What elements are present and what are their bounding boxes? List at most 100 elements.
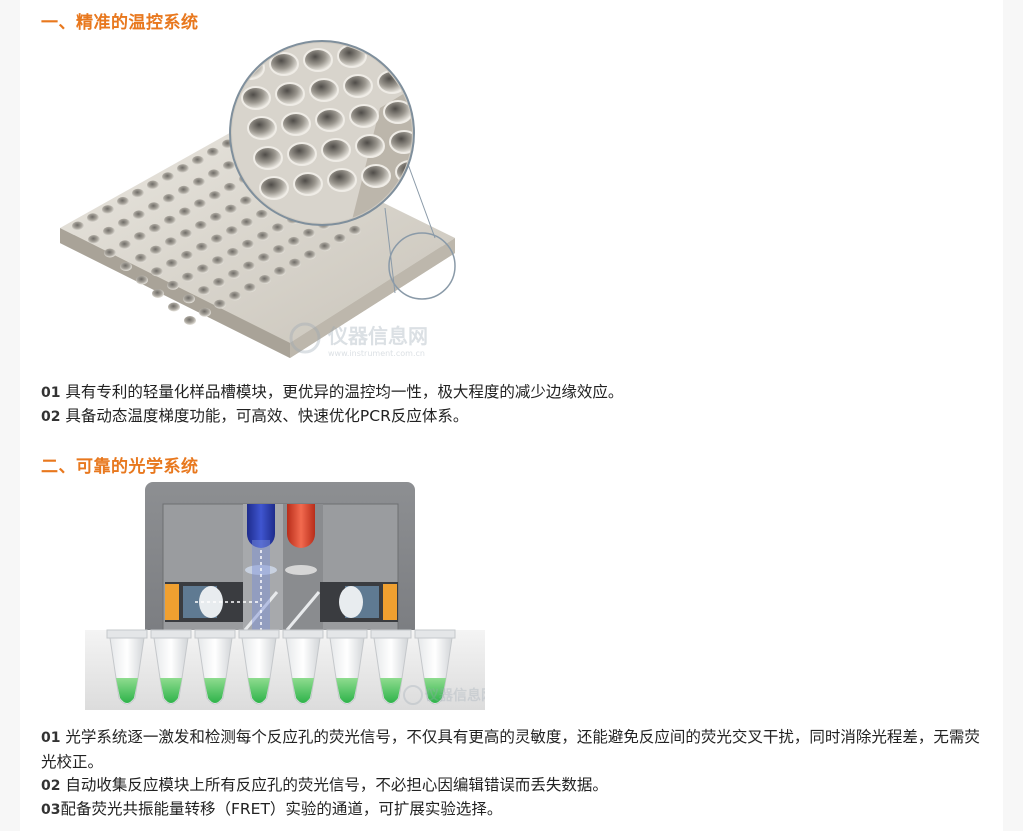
zoomed-well <box>315 108 345 132</box>
plate-well <box>168 302 180 312</box>
zoomed-well <box>327 168 357 192</box>
plate-well <box>229 291 241 301</box>
plate-well <box>228 269 240 279</box>
svg-text:www.instrument.com.cn: www.instrument.com.cn <box>328 349 425 358</box>
plate-well <box>118 218 130 228</box>
item-text: 自动收集反应模块上所有反应孔的荧光信号，不必担心因编辑错误而丢失数据。 <box>65 776 608 794</box>
plate-well <box>103 226 115 236</box>
plate-well <box>136 275 148 285</box>
plate-well <box>183 294 195 304</box>
svg-text:仪器信息网: 仪器信息网 <box>424 687 485 704</box>
sample-block-image: 仪器信息网 www.instrument.com.cn <box>60 40 456 358</box>
pcr-tube <box>106 629 148 705</box>
plate-well <box>349 225 361 235</box>
plate-well <box>223 161 235 171</box>
zoomed-well <box>293 172 323 196</box>
plate-well <box>166 259 178 269</box>
plate-well <box>214 299 226 309</box>
plate-well <box>163 194 175 203</box>
plate-well <box>199 307 211 317</box>
zoomed-well <box>269 52 299 76</box>
plate-well <box>72 221 84 231</box>
plate-well <box>132 188 144 198</box>
section-heading-optical: 二、可靠的光学系统 <box>41 457 199 477</box>
item-number: 03 <box>41 802 61 818</box>
item-number: 01 <box>41 385 61 401</box>
pcr-tube <box>414 629 456 705</box>
optical-system-image: 仪器信息网 <box>85 482 485 710</box>
plate-well <box>227 248 239 257</box>
pcr-tube <box>370 629 412 705</box>
optical-feature-2: 02 自动收集反应模块上所有反应孔的荧光信号，不必担心因编辑错误而丢失数据。 <box>41 773 991 798</box>
zoomed-well <box>337 44 367 68</box>
plate-well <box>180 229 192 239</box>
plate-well <box>167 280 179 290</box>
plate-well <box>256 209 268 219</box>
plate-well <box>243 261 255 271</box>
zoomed-well <box>383 100 412 124</box>
zoomed-well <box>259 176 289 200</box>
plate-well <box>213 277 225 287</box>
plate-well <box>151 267 163 277</box>
plate-well <box>272 223 284 233</box>
plate-well <box>274 266 286 276</box>
plate-well <box>177 164 189 174</box>
item-number: 02 <box>41 409 61 425</box>
plate-well <box>162 172 174 182</box>
zoomed-well <box>361 164 391 188</box>
plate-well <box>117 196 129 206</box>
plate-well <box>226 226 238 236</box>
pcr-tube <box>282 629 324 705</box>
plate-well <box>334 234 346 243</box>
zoomed-well <box>321 138 351 162</box>
content-page: 一、精准的温控系统 <box>20 0 1003 831</box>
item-number: 01 <box>41 730 61 746</box>
plate-well <box>224 182 236 192</box>
svg-text:仪器信息网: 仪器信息网 <box>327 324 428 348</box>
plate-well <box>273 245 285 255</box>
item-number: 02 <box>41 778 61 794</box>
item-text: 配备荧光共振能量转移（FRET）实验的通道，可扩展实验选择。 <box>60 800 503 818</box>
zoomed-well <box>281 112 311 136</box>
zoomed-well <box>287 142 317 166</box>
plate-well <box>240 196 252 206</box>
plate-well <box>257 231 269 241</box>
plate-well <box>182 272 194 282</box>
plate-well <box>164 215 176 225</box>
plate-well <box>149 223 161 233</box>
plate-well <box>119 240 131 250</box>
zoomed-well <box>275 82 305 106</box>
watermark-logo: 仪器信息网 <box>403 685 485 705</box>
plate-well <box>179 207 191 217</box>
zoomed-well <box>303 48 333 72</box>
optical-feature-3: 03配备荧光共振能量转移（FRET）实验的通道，可扩展实验选择。 <box>41 797 991 822</box>
plate-well <box>194 199 206 209</box>
section-heading-temperature: 一、精准的温控系统 <box>41 13 199 33</box>
zoomed-well <box>253 146 283 170</box>
zoomed-well <box>355 134 385 158</box>
temperature-feature-1: 01 具有专利的轻量化样品槽模块，更优异的温控均一性，极大程度的减少边缘效应。 <box>41 380 991 405</box>
plate-well <box>134 232 146 242</box>
plate-well <box>304 250 316 260</box>
plate-well <box>87 213 99 223</box>
plate-well <box>198 286 210 296</box>
optical-feature-1: 01 光学系统逐一激发和检测每个反应孔的荧光信号，不仅具有更高的灵敏度，还能避免… <box>41 725 991 774</box>
plate-well <box>150 245 162 255</box>
zoomed-well <box>309 78 339 102</box>
plate-well <box>178 185 190 195</box>
pcr-tube <box>326 629 368 705</box>
plate-well <box>319 242 331 252</box>
plate-well <box>181 250 193 260</box>
plate-well <box>165 237 177 247</box>
plate-well <box>212 256 224 266</box>
temperature-feature-2: 02 具备动态温度梯度功能，可高效、快速优化PCR反应体系。 <box>41 404 991 429</box>
zoomed-well <box>343 74 373 98</box>
plate-well <box>211 234 223 244</box>
watermark-logo: 仪器信息网 www.instrument.com.cn <box>289 322 428 358</box>
plate-well <box>133 210 145 220</box>
pcr-tube <box>194 629 236 705</box>
plate-well <box>120 262 132 271</box>
plate-well <box>102 205 114 215</box>
plate-well <box>88 235 100 244</box>
plate-well <box>258 253 270 263</box>
